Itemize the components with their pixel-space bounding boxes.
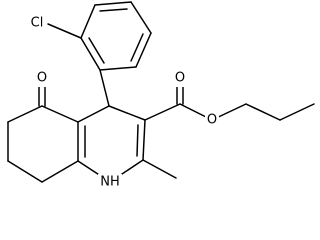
atom-label-amine: NH (98, 174, 122, 191)
bond (130, 1, 152, 34)
bond (130, 33, 144, 62)
bond (136, 124, 139, 157)
bond (108, 105, 146, 121)
carbonyl-oxygen-label: O (175, 71, 185, 86)
atom-label-chlorine: Cl (27, 14, 47, 32)
cyclohexanone-ring (7, 81, 79, 183)
bond (41, 105, 79, 123)
bond (142, 119, 146, 161)
bond (47, 23, 82, 39)
bond (88, 37, 105, 64)
bond (80, 37, 101, 71)
bond (142, 159, 177, 179)
amine-label: NH (100, 175, 120, 190)
bond (94, 1, 132, 6)
bond (7, 160, 43, 183)
bond (77, 105, 110, 123)
bond (144, 103, 181, 121)
bond (99, 69, 110, 107)
ketone-oxygen-label: O (37, 71, 47, 86)
chlorophenyl-ring (47, 1, 152, 71)
bond (99, 8, 128, 12)
bond (80, 4, 96, 39)
chemical-structure: Cl O O O NH (7, 1, 315, 191)
bond (99, 66, 137, 71)
ester-oxygen-label: O (207, 113, 217, 128)
bond (245, 103, 281, 121)
bond (279, 103, 315, 121)
atom-label-ketone-oxygen: O (35, 70, 49, 87)
atom-label-carbonyl-oxygen: O (173, 70, 187, 87)
bond (135, 32, 152, 68)
bond (41, 160, 79, 183)
atom-label-ester-oxygen: O (205, 112, 219, 129)
propyl-ester (144, 83, 315, 121)
chlorine-label: Cl (31, 16, 44, 31)
bond (7, 105, 43, 123)
dihydropyridine-ring (77, 105, 146, 183)
